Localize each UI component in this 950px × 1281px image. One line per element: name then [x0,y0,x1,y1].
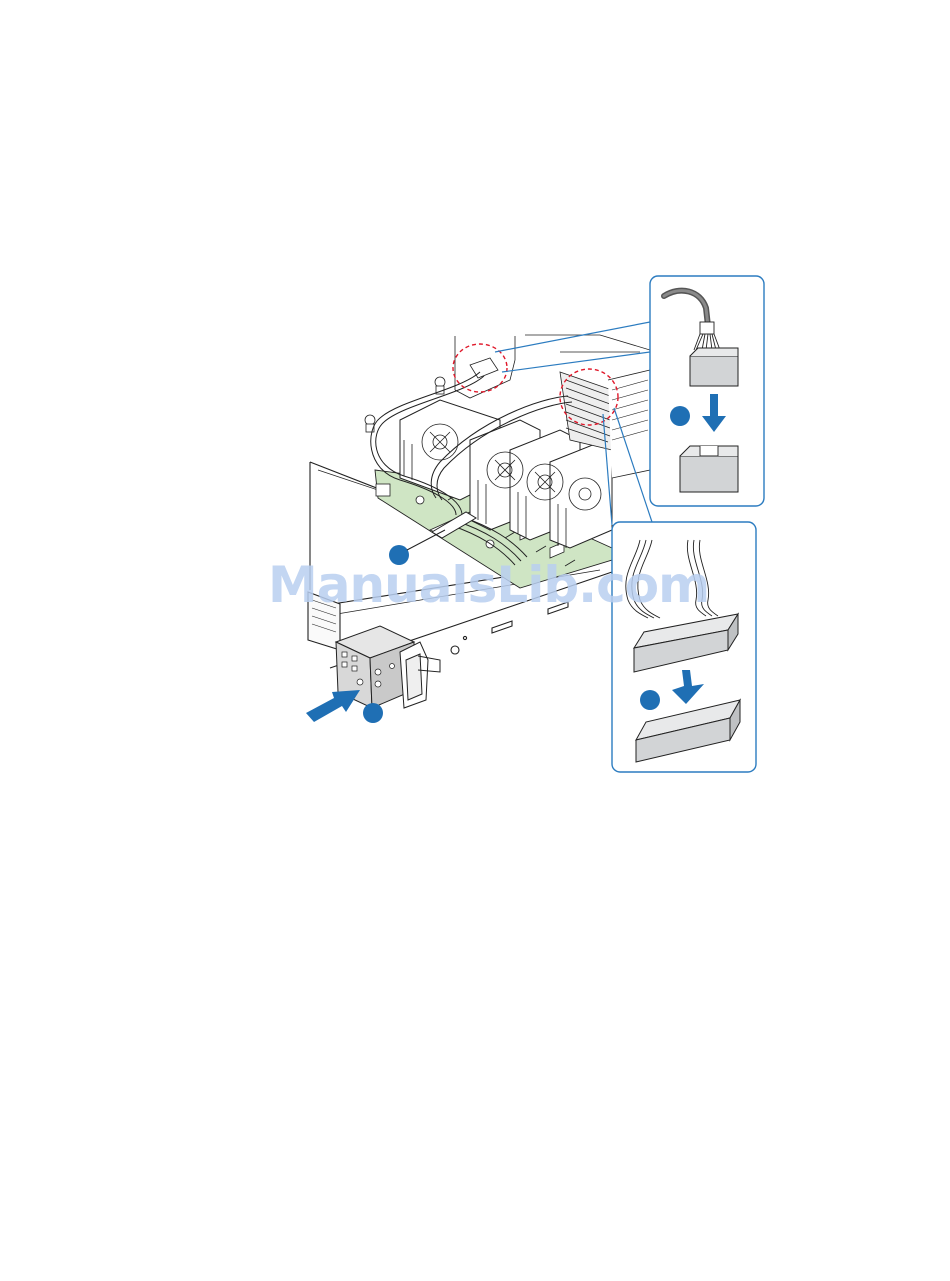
watermark-text: ManualsLib.com [268,556,708,620]
step-marker [363,703,383,723]
inset-panel-power-connector [650,276,764,506]
insert-direction-arrow [306,690,360,722]
step-marker [640,690,660,710]
step-marker [670,406,690,426]
leader-line [407,530,445,550]
